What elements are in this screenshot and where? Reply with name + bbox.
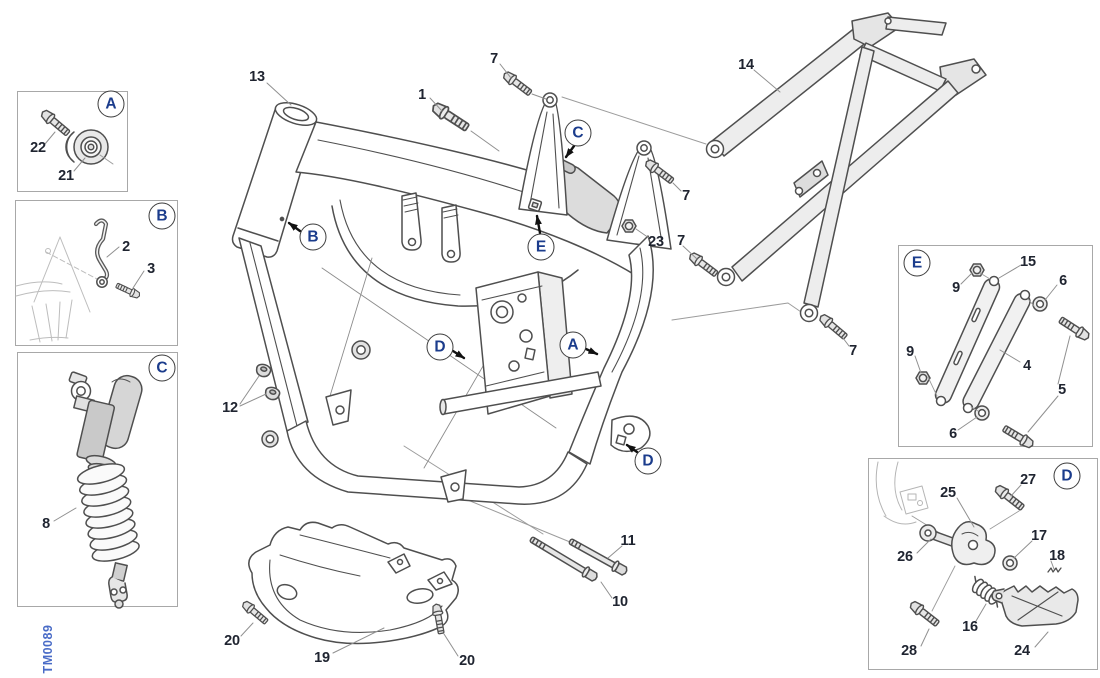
part-callout-11: 11: [620, 533, 636, 549]
part-callout-25: 25: [940, 485, 956, 501]
bolt-glyph: [500, 68, 535, 99]
nut-glyph: [621, 219, 637, 233]
detail-box-letter-C: C: [148, 354, 176, 382]
part-callout-26: 26: [897, 549, 913, 565]
part-callout-18: 18: [1049, 548, 1065, 564]
main-frame-drawing: [231, 92, 672, 505]
grommet-glyph: [254, 362, 273, 379]
part-callout-5: 5: [1058, 382, 1066, 398]
callout-arrows: [287, 144, 639, 454]
part-callout-10: 10: [612, 594, 628, 610]
part-callout-20: 20: [224, 633, 240, 649]
part-callout-9: 9: [906, 344, 914, 360]
part-callout-7: 7: [677, 233, 685, 249]
letter-marker-E: E: [527, 233, 555, 261]
bolt-glyph: [430, 602, 447, 635]
part-callout-20: 20: [459, 653, 475, 669]
detail-box-letter-B: B: [148, 202, 176, 230]
part-callout-2: 2: [122, 239, 130, 255]
part-callout-15: 15: [1020, 254, 1036, 270]
part-callout-17: 17: [1031, 528, 1047, 544]
part-callout-23: 23: [648, 234, 664, 250]
part-callout-24: 24: [1014, 643, 1030, 659]
letter-marker-B: B: [299, 223, 327, 251]
long-bolt-10: [529, 536, 598, 582]
detail-box-letter-D: D: [1053, 462, 1081, 490]
part-callout-6: 6: [1059, 273, 1067, 289]
bolt-glyph: [686, 249, 721, 280]
part-callout-28: 28: [901, 643, 917, 659]
letter-marker-D: D: [426, 333, 454, 361]
grommet-glyph: [263, 385, 282, 402]
assembly-reference-lines: [403, 96, 805, 543]
letter-marker-A: A: [559, 331, 587, 359]
part-callout-19: 19: [314, 650, 330, 666]
part-callout-3: 3: [147, 261, 155, 277]
detail-box-C: [17, 352, 178, 607]
bolt-glyph: [428, 99, 472, 135]
part-callout-12: 12: [222, 400, 238, 416]
skid-plate-drawing: [248, 521, 459, 645]
fasteners: [239, 68, 850, 635]
bolt-glyph: [642, 156, 677, 187]
bolt-glyph: [816, 311, 850, 342]
part-callout-7: 7: [682, 188, 690, 204]
letter-marker-C: C: [564, 119, 592, 147]
part-callout-13: 13: [249, 69, 265, 85]
part-callout-8: 8: [42, 516, 50, 532]
part-callout-9: 9: [952, 280, 960, 296]
part-callout-7: 7: [490, 51, 498, 67]
part-callout-16: 16: [962, 619, 978, 635]
drawing-code: TM0089: [41, 624, 55, 674]
detail-box-letter-A: A: [97, 90, 125, 118]
part-callout-7: 7: [849, 343, 857, 359]
part-callout-22: 22: [30, 140, 46, 156]
part-callout-14: 14: [738, 57, 754, 73]
long-bolt-11: [568, 538, 628, 576]
part-callout-27: 27: [1020, 472, 1036, 488]
part-callout-4: 4: [1023, 358, 1031, 374]
bolt-glyph: [239, 598, 271, 627]
part-callout-1: 1: [418, 87, 426, 103]
part-callout-21: 21: [58, 168, 74, 184]
letter-marker-D: D: [634, 447, 662, 475]
detail-box-letter-E: E: [903, 249, 931, 277]
part-callout-6: 6: [949, 426, 957, 442]
